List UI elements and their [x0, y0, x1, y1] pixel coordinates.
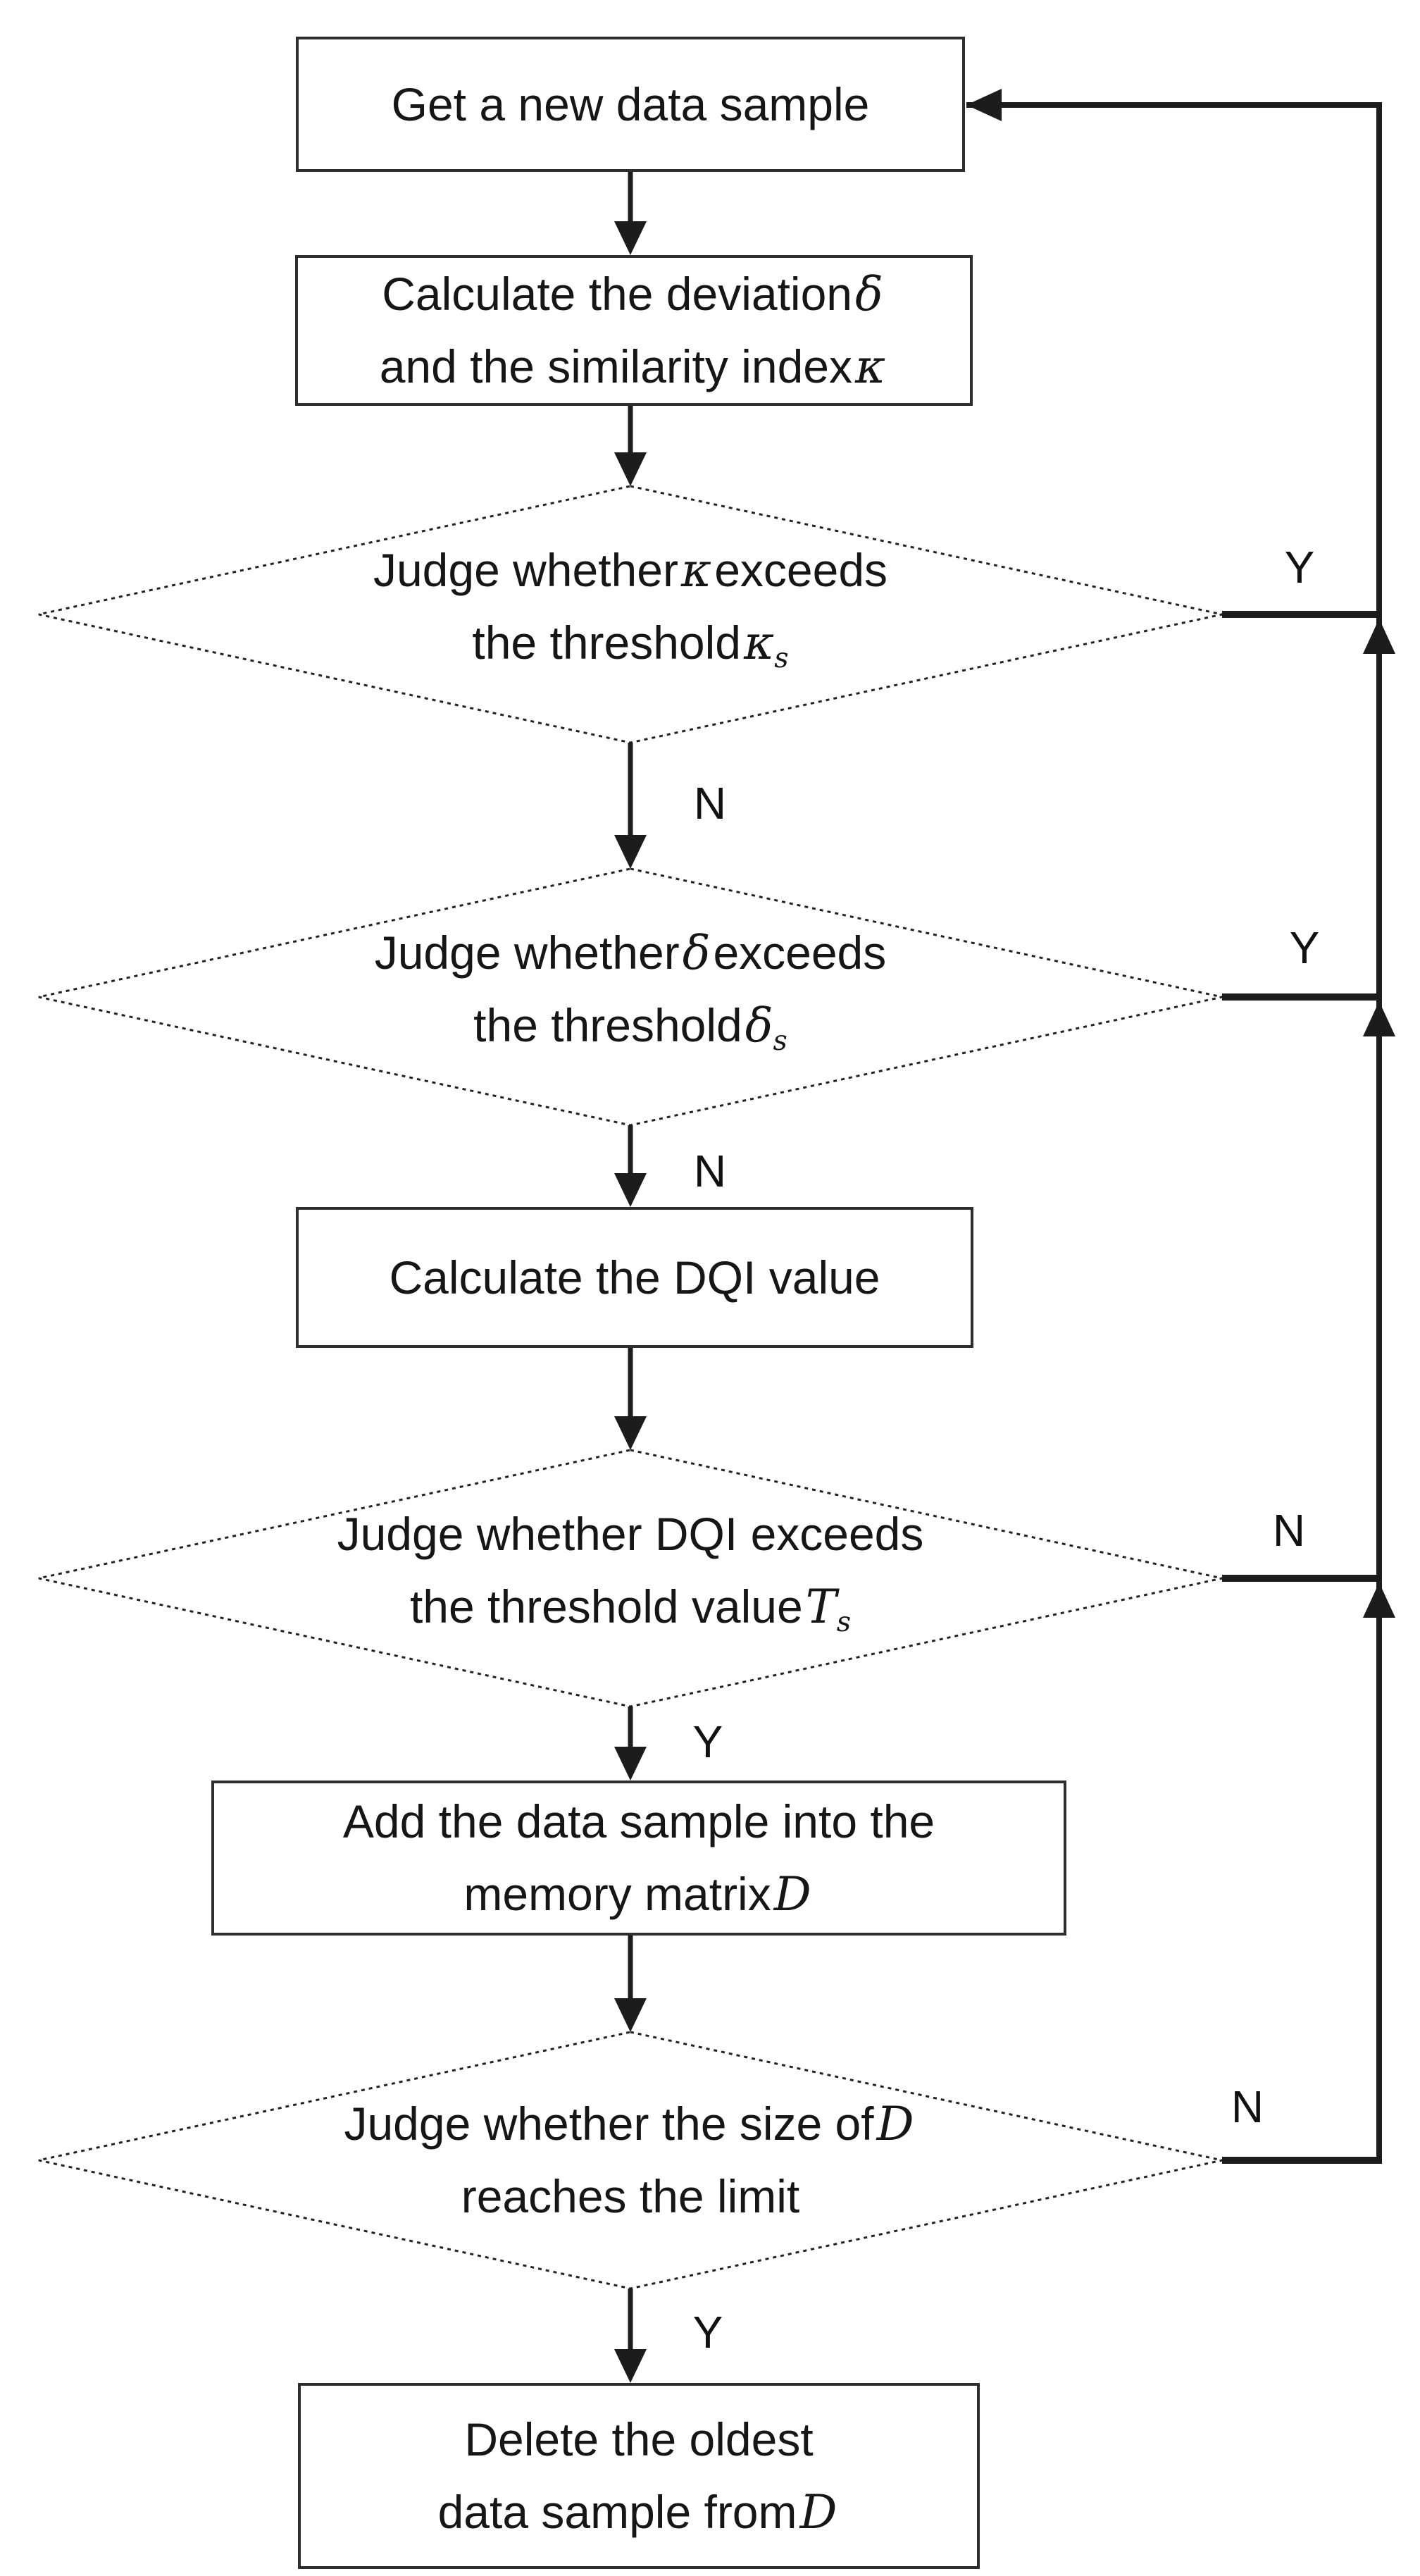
node-calc-deviation: Calculate the deviationδ and the similar…	[295, 255, 973, 406]
node-delete-oldest: Delete the oldest data sample fromD	[298, 2383, 980, 2569]
label-d4-yes: Y	[692, 2307, 723, 2358]
arrowhead-down-7	[614, 1998, 647, 2032]
label-d2-yes: Y	[1289, 922, 1320, 973]
arrowhead-down-5	[614, 1416, 647, 1450]
diamond-judge-size	[38, 2031, 1223, 2290]
node-get-sample: Get a new data sample	[296, 37, 965, 172]
node-add-sample: Add the data sample into the memory matr…	[211, 1781, 1066, 1936]
arrowhead-down-4	[614, 1173, 647, 1207]
arrowhead-up-1	[1363, 619, 1395, 654]
node-delete-oldest-line2: data sample fromD	[438, 2476, 840, 2549]
node-delete-oldest-line1: Delete the oldest	[464, 2413, 814, 2465]
node-calc-deviation-line2: and the similarity indexκ	[380, 330, 889, 403]
label-d4-no: N	[1231, 2081, 1264, 2132]
node-add-sample-line1: Add the data sample into the	[342, 1795, 935, 1847]
diamond-judge-kappa	[38, 485, 1223, 744]
label-d1-yes: Y	[1284, 542, 1315, 593]
node-calc-dqi-label: Calculate the DQI value	[389, 1251, 880, 1304]
matrix-d-symbol: D	[799, 2485, 837, 2539]
arrowhead-left-into-get-sample	[966, 89, 1002, 121]
arrowhead-down-8	[614, 2349, 647, 2383]
arrowhead-down-6	[614, 1747, 647, 1781]
matrix-d-symbol: D	[773, 1867, 811, 1921]
node-calc-dqi: Calculate the DQI value	[296, 1207, 973, 1348]
diamond-judge-dqi	[38, 1449, 1223, 1708]
arrowhead-up-2	[1363, 1001, 1395, 1036]
delta-symbol: δ	[855, 267, 883, 321]
label-d1-no: N	[693, 778, 727, 829]
node-add-sample-line2: memory matrixD	[463, 1858, 814, 1931]
arrowhead-down-2	[614, 452, 647, 486]
feedback-line	[966, 102, 1382, 2160]
arrowhead-up-3	[1363, 1583, 1395, 1618]
label-d2-no: N	[693, 1146, 727, 1196]
label-d3-no: N	[1272, 1505, 1306, 1556]
arrowhead-down-3	[614, 835, 647, 869]
arrowhead-down-1	[614, 221, 647, 255]
diamond-judge-delta	[38, 867, 1223, 1127]
node-calc-deviation-line1: Calculate the deviationδ	[382, 258, 886, 330]
node-get-sample-label: Get a new data sample	[391, 78, 870, 130]
kappa-symbol: κ	[855, 340, 886, 394]
label-d3-yes: Y	[692, 1716, 723, 1767]
